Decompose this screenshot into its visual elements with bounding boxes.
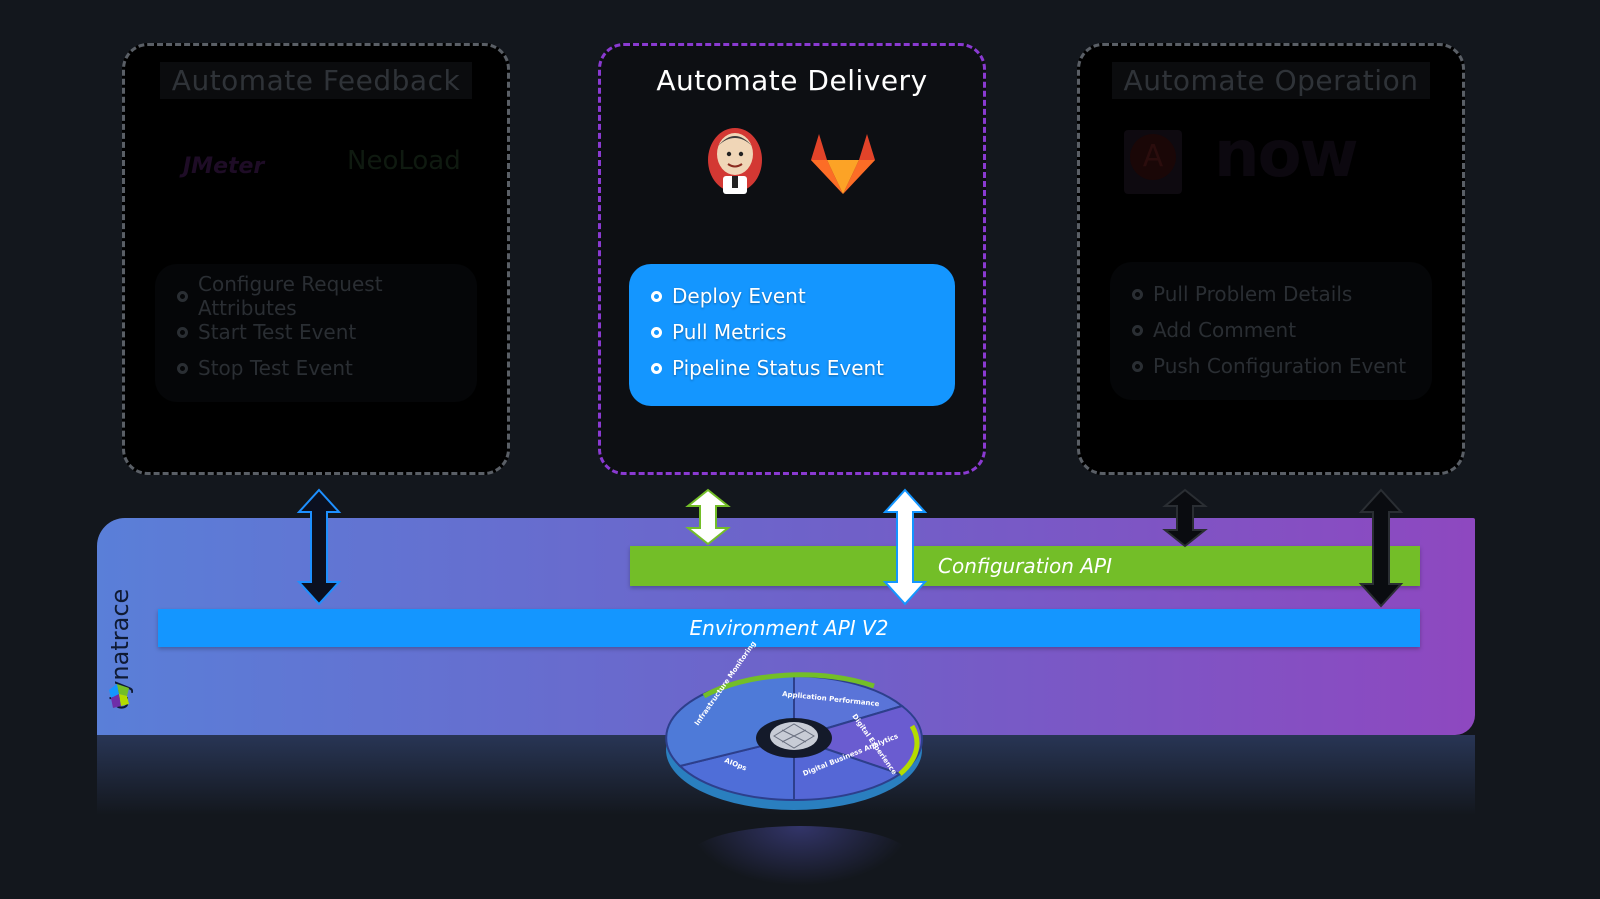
- dynatrace-brand: dynatrace: [103, 580, 137, 710]
- list-item: Stop Test Event: [177, 350, 455, 386]
- feedback-logos: JMeter NeoLoad: [125, 124, 507, 204]
- bullet-icon: [1132, 360, 1143, 372]
- bullet-icon: [651, 326, 662, 338]
- list-item: Push Configuration Event: [1132, 348, 1410, 384]
- list-item: Pull Metrics: [651, 314, 933, 350]
- bullet-icon: [1132, 324, 1143, 336]
- arrow-delivery-config-icon: [685, 488, 731, 546]
- operation-logos: A now: [1080, 118, 1462, 204]
- environment-api-bar: Environment API V2: [158, 609, 1420, 647]
- list-item: Pipeline Status Event: [651, 350, 933, 386]
- neoload-logo: NeoLoad: [347, 146, 461, 176]
- panel-title: Automate Feedback: [125, 62, 507, 99]
- bullet-icon: [1132, 288, 1143, 300]
- gitlab-icon: [811, 134, 875, 194]
- list-item: Add Comment: [1132, 312, 1410, 348]
- bullet-icon: [177, 290, 188, 302]
- arrow-operation-environment-icon: [1358, 488, 1404, 608]
- list-item: Start Test Event: [177, 314, 455, 350]
- list-item: Deploy Event: [651, 278, 933, 314]
- automate-feedback-panel: Automate Feedback JMeter NeoLoad Configu…: [122, 43, 510, 475]
- automate-delivery-panel: Automate Delivery Deploy Event Pull Metr…: [598, 43, 986, 475]
- list-item: Configure Request Attributes: [177, 272, 455, 320]
- wheel-reflection: [690, 826, 910, 886]
- dynatrace-logo-icon: [109, 684, 129, 708]
- platform-wheel: Application Performance Digital Experien…: [665, 640, 923, 810]
- servicenow-logo: now: [1214, 118, 1359, 192]
- arrow-delivery-environment-icon: [882, 488, 928, 606]
- jmeter-logo: JMeter: [183, 154, 265, 179]
- jenkins-icon: [708, 128, 762, 194]
- delivery-logos: [601, 124, 983, 204]
- panel-title: Automate Operation: [1080, 62, 1462, 99]
- delivery-events-box: Deploy Event Pull Metrics Pipeline Statu…: [629, 264, 955, 406]
- configuration-api-bar: Configuration API: [630, 546, 1420, 586]
- bullet-icon: [177, 326, 188, 338]
- feedback-events-box: Configure Request Attributes Start Test …: [155, 264, 477, 402]
- automate-operation-panel: Automate Operation A now Pull Problem De…: [1077, 43, 1465, 475]
- arrow-feedback-environment-icon: [296, 488, 342, 606]
- bullet-icon: [177, 362, 188, 374]
- list-item: Pull Problem Details: [1132, 276, 1410, 312]
- panel-title: Automate Delivery: [656, 64, 928, 97]
- bullet-icon: [651, 362, 662, 374]
- arrow-operation-config-icon: [1162, 488, 1208, 548]
- operation-events-box: Pull Problem Details Add Comment Push Co…: [1110, 262, 1432, 400]
- bullet-icon: [651, 290, 662, 302]
- ansible-icon: A: [1124, 130, 1182, 194]
